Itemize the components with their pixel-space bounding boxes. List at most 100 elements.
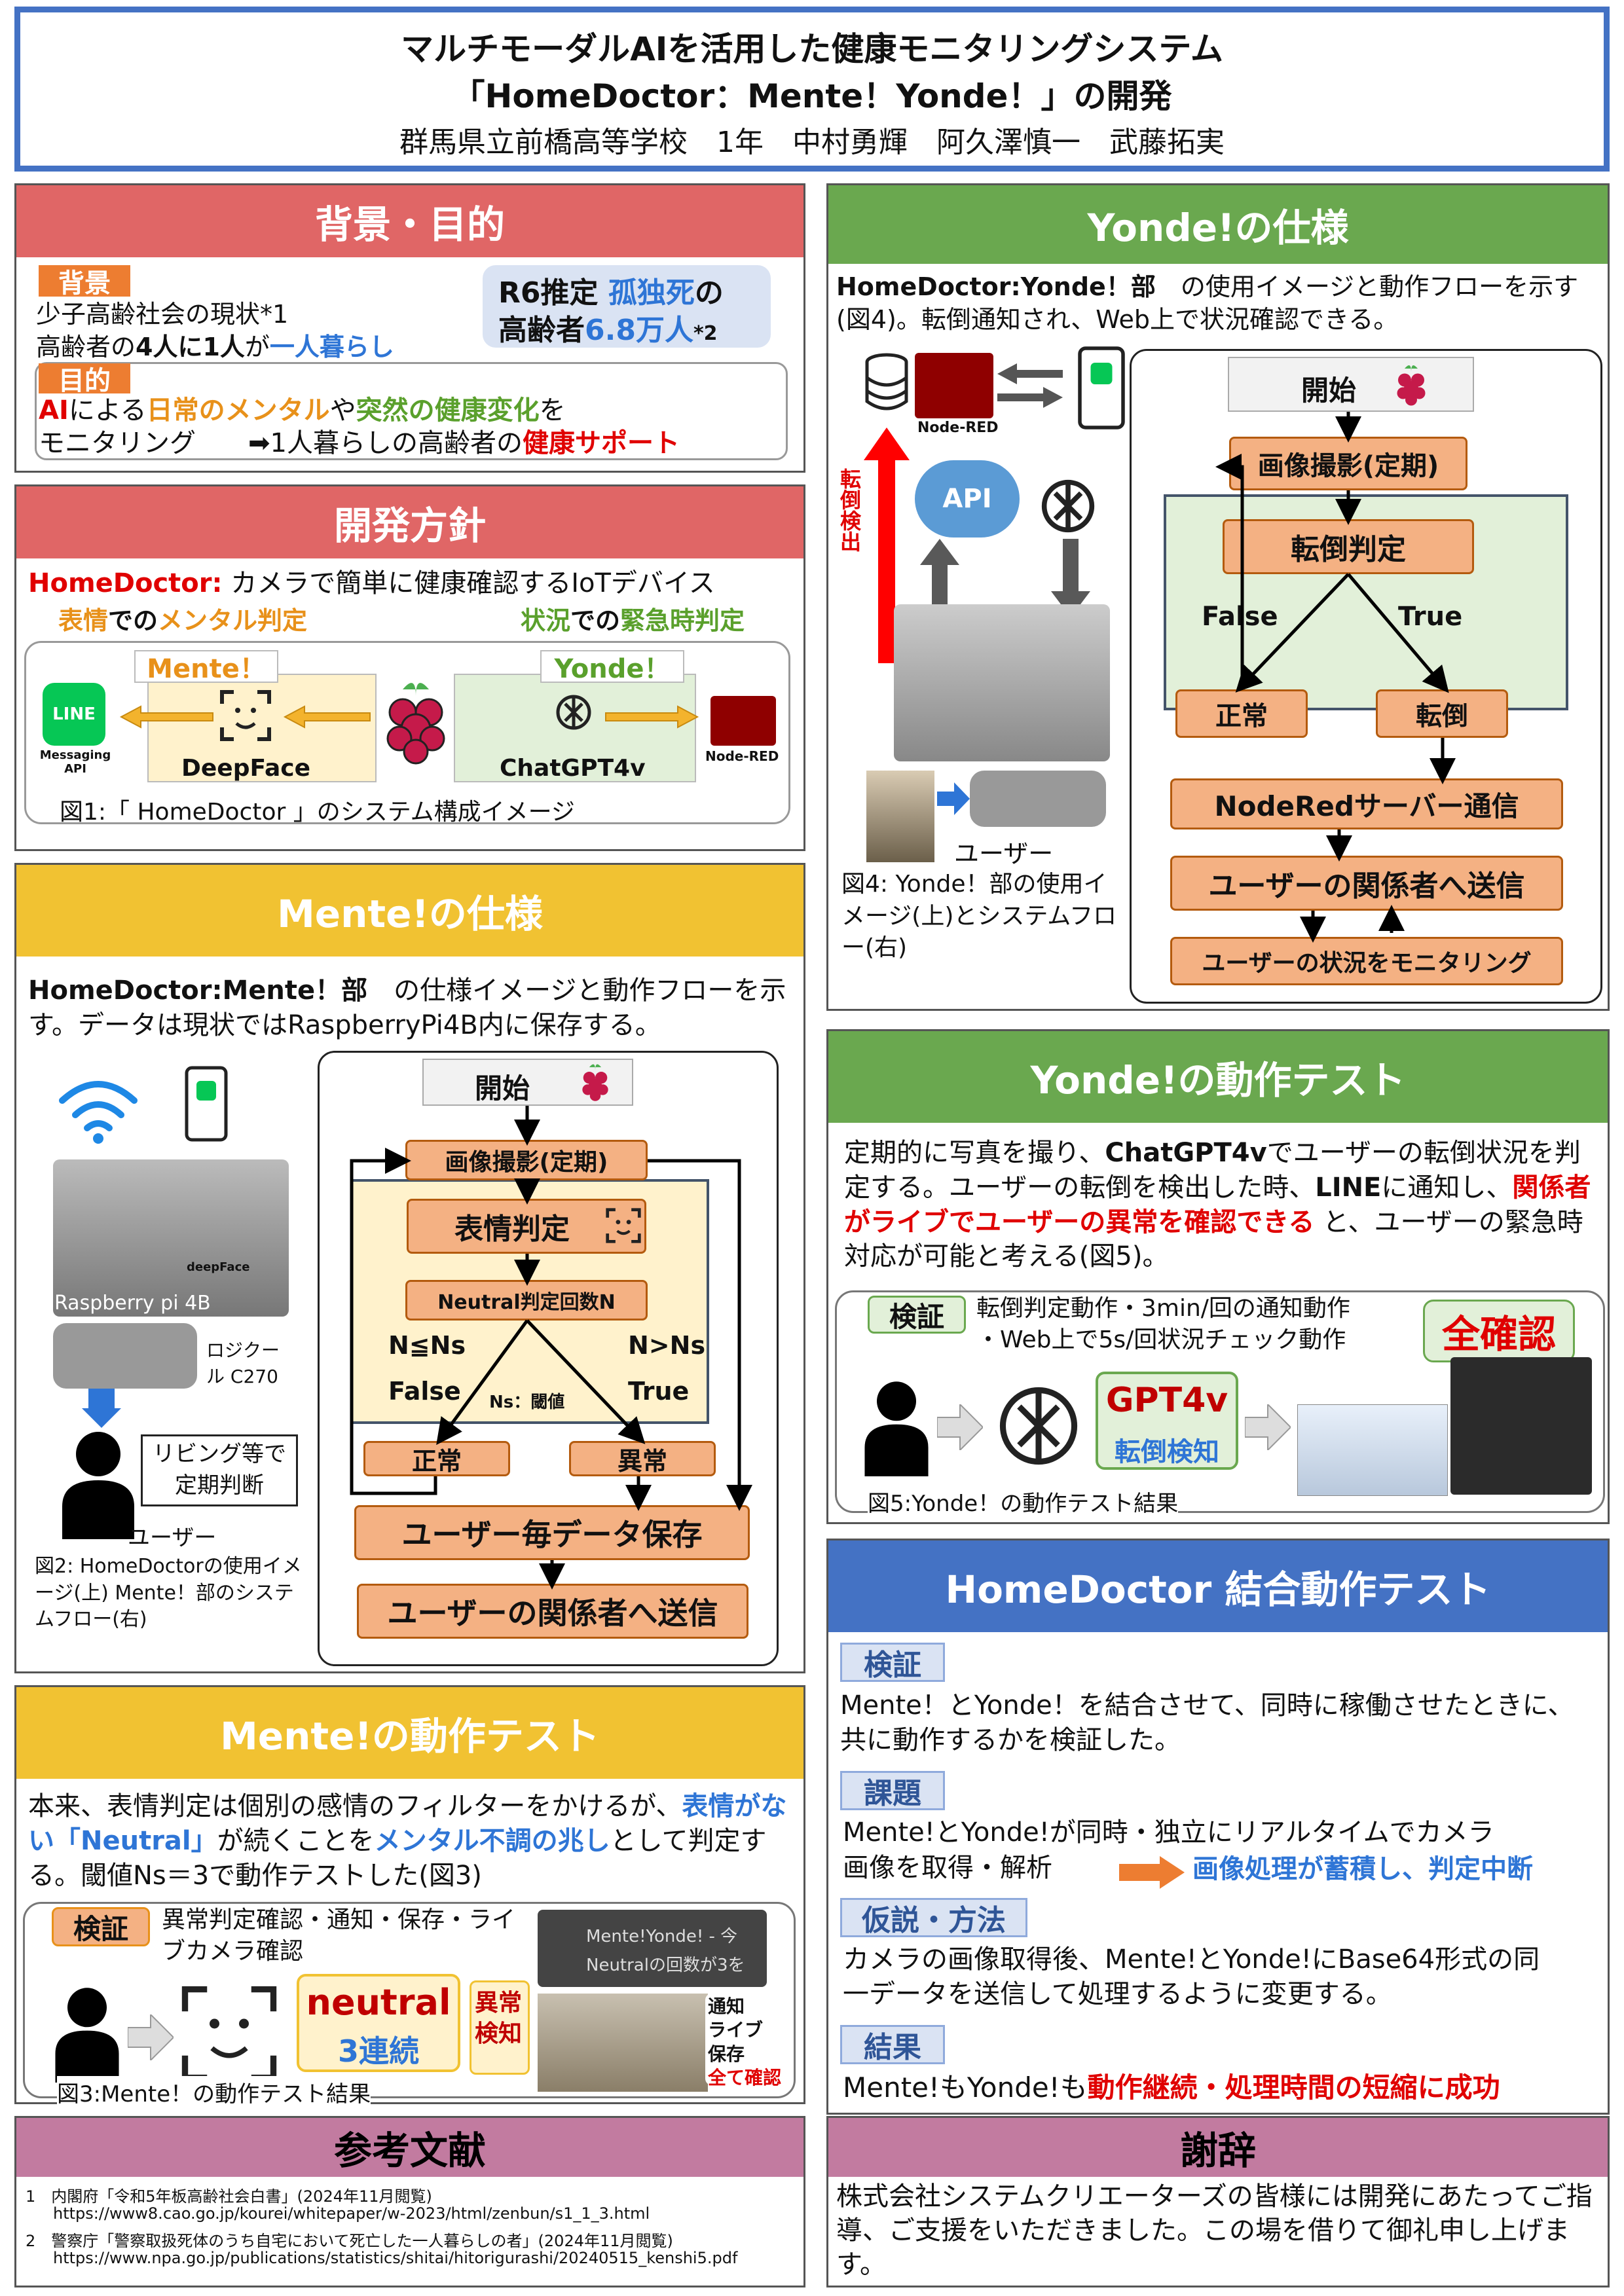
chatgpt-icon <box>556 695 591 730</box>
mente-verify-text: 異常判定確認・通知・保存・ライブカメラ確認 <box>162 1906 516 1965</box>
figure4-caption: 図4: Yonde！部の使用イメージ(上)とシステムフロー(右) <box>841 871 1117 962</box>
thanks-panel: 謝辞 株式会社システムクリエーターズの皆様には開発にあたってご指導、ご支援をいた… <box>826 2116 1610 2287</box>
references-header: 参考文献 <box>16 2118 803 2177</box>
deepface-label: DeepFace <box>181 755 311 782</box>
yonde-flow-arrows <box>1215 412 1456 943</box>
yonde-verify-tag: 検証 <box>868 1296 966 1334</box>
mente-raspberry-icon <box>582 1064 608 1101</box>
detect-box <box>470 1980 530 2075</box>
arrow-to-deepface <box>283 705 371 729</box>
policy-header: 開発方針 <box>16 486 803 558</box>
figure3-caption: 図3:Mente！の動作テスト結果 <box>57 2076 371 2108</box>
system-diagram <box>24 641 790 824</box>
yonde-flow-start: 開始 <box>1301 374 1357 407</box>
mente-branch-true: True <box>628 1377 690 1406</box>
raspberry-pi-icon <box>386 683 445 765</box>
line-screenshot <box>1450 1357 1592 1495</box>
ref1-url: https://www8.cao.go.jp/kourei/whitepaper… <box>53 2204 650 2223</box>
photo-to-cam-arrow <box>937 782 970 815</box>
yonde-verify-line1: 転倒判定動作・3min/回の通知動作 <box>976 1295 1350 1322</box>
bg-line1: 少子高齢社会の現状*1 <box>36 300 289 329</box>
background-tag: 背景 <box>39 265 130 299</box>
combo-panel: HomeDoctor 結合動作テスト 検証 Mente！とYonde！を結合させ… <box>826 1539 1610 2115</box>
user-label: ユーザー <box>128 1525 217 1551</box>
yonde-spec-header: Yonde!の仕様 <box>828 185 1608 264</box>
policy-line1: HomeDoctor: カメラで簡単に健康確認するIoTデバイス <box>28 568 715 598</box>
database-icon <box>865 353 908 410</box>
purpose-line1: AIによる日常のメンタルや突然の健康変化を <box>39 395 566 426</box>
yonde-flow-monitor: ユーザーの状況をモニタリング <box>1170 937 1563 985</box>
mente-branch-le: N≦Ns <box>388 1331 466 1360</box>
authors: 群馬県立前橋高等学校 1年 中村勇輝 阿久澤慎一 武藤拓実 <box>399 126 1225 159</box>
references-panel: 参考文献 1 内閣府「令和5年板高齢社会白書」(2024年11月閲覧) http… <box>14 2116 805 2287</box>
figure2-caption: 図2: HomeDoctorの使用イメージ(上) Mente！部のシステムフロー… <box>35 1555 302 1631</box>
yonde-spec-panel: Yonde!の仕様 HomeDoctor:Yonde！部 の使用イメージと動作フ… <box>826 183 1610 1011</box>
mente-label: Mente！ <box>134 650 278 684</box>
yonde-chatgpt-icon <box>1041 479 1095 533</box>
face-scan-icon <box>220 690 271 741</box>
mente-spec-header: Mente!の仕様 <box>16 865 803 957</box>
policy-left-label: 表情でのメンタル判定 <box>58 606 308 635</box>
user-icon <box>62 1432 134 1539</box>
rpi-label: Raspberry pi 4B <box>54 1292 211 1315</box>
yonde-flow-start-box <box>1228 357 1474 412</box>
speech-bubble: リビング等で定期判断 <box>141 1434 298 1506</box>
camera-photo <box>538 1994 708 2092</box>
yonde-user-label: ユーザー <box>954 839 1054 868</box>
wifi-icon <box>59 1081 138 1144</box>
yonde-webcam-photo <box>970 771 1106 827</box>
mente-flow-send: ユーザーの関係者へ送信 <box>357 1584 748 1639</box>
title-box: マルチモーダルAIを活用した健康モニタリングシステム 「HomeDoctor：M… <box>14 7 1610 172</box>
up-down-arrows <box>920 539 1090 617</box>
mente-test-arrow1 <box>128 2014 174 2060</box>
bg-line2: 高齢者の4人に1人が一人暮らし <box>36 333 394 361</box>
yonde-test-result-box <box>835 1290 1605 1513</box>
mente-test-panel: Mente!の動作テスト 本来、表情判定は個別の感情のフィルターをかけるが、表情… <box>14 1685 805 2108</box>
mente-test-face-icon <box>181 1986 277 2081</box>
stat-callout: R6推定 孤独死の 高齢者6.8万人*2 <box>483 265 771 348</box>
purpose-line2: モニタリング ➡1人暮らしの高齢者の健康サポート <box>39 428 680 458</box>
messaging-api-label: Messaging API <box>39 748 111 776</box>
yonde-test-arrow1 <box>937 1404 983 1450</box>
policy-arrows <box>119 705 699 729</box>
yonde-test-panel: Yonde!の動作テスト 定期的に写真を撮り、ChatGPT4vでユーザーの転倒… <box>826 1029 1610 1524</box>
yonde-device-photo <box>894 604 1110 761</box>
raspberry-device-photo <box>53 1159 289 1317</box>
combo-issue-tag: 課題 <box>840 1771 945 1810</box>
webcam-label: ロジクール C270 <box>206 1339 280 1387</box>
yonde-test-chatgpt-icon <box>999 1387 1078 1465</box>
yonde-branch-false: False <box>1202 602 1278 632</box>
yonde-spec-para: HomeDoctor:Yonde！部 の使用イメージと動作フローを示す(図4)。… <box>836 272 1579 335</box>
yonde-zone <box>454 674 696 782</box>
yonde-flow-normal: 正常 <box>1175 689 1308 738</box>
yonde-branch-true: True <box>1398 602 1463 632</box>
expression-face-icon <box>606 1208 641 1243</box>
api-cloud: API <box>915 460 1020 538</box>
arrow-to-line <box>119 705 213 729</box>
yonde-test-header: Yonde!の動作テスト <box>828 1031 1608 1123</box>
neutral-count: 3連続 <box>337 2033 419 2069</box>
phone-icon <box>185 1066 228 1142</box>
arrow-to-nodered <box>605 705 699 729</box>
title-line2: 「HomeDoctor：Mente！Yonde！」の開発 <box>452 77 1172 115</box>
line-icon: LINE <box>43 683 105 746</box>
yonde-raspberry-icon <box>1397 365 1426 406</box>
mente-flow-start: 開始 <box>475 1072 530 1104</box>
issue-arrow <box>1119 1856 1185 1889</box>
mente-flow-frame <box>318 1051 779 1666</box>
yonde-flow-send: ユーザーの関係者へ送信 <box>1170 856 1563 911</box>
mente-branch-gt: N>Ns <box>628 1331 706 1360</box>
deepface-small-label: deepFace <box>187 1260 250 1274</box>
mente-flow-neutral: Neutral判定回数N <box>405 1280 648 1321</box>
gpt-box <box>1096 1372 1238 1470</box>
mente-test-user-icon <box>55 1988 119 2083</box>
mente-spec-panel: Mente!の仕様 HomeDoctor:Mente！部 の仕様イメージと動作フ… <box>14 863 805 1673</box>
fall-detect-arrow <box>864 428 910 663</box>
ref1: 1 内閣府「令和5年板高齢社会白書」(2024年11月閲覧) <box>26 2187 432 2206</box>
yonde-nodered-label: Node-RED <box>917 420 999 436</box>
title-line1: マルチモーダルAIを活用した健康モニタリングシステム <box>401 30 1223 68</box>
neutral-label: neutral <box>306 1982 451 2023</box>
mente-threshold: Ns：閾値 <box>489 1393 565 1412</box>
fall-photo <box>866 771 934 862</box>
sync-arrows <box>997 363 1063 408</box>
